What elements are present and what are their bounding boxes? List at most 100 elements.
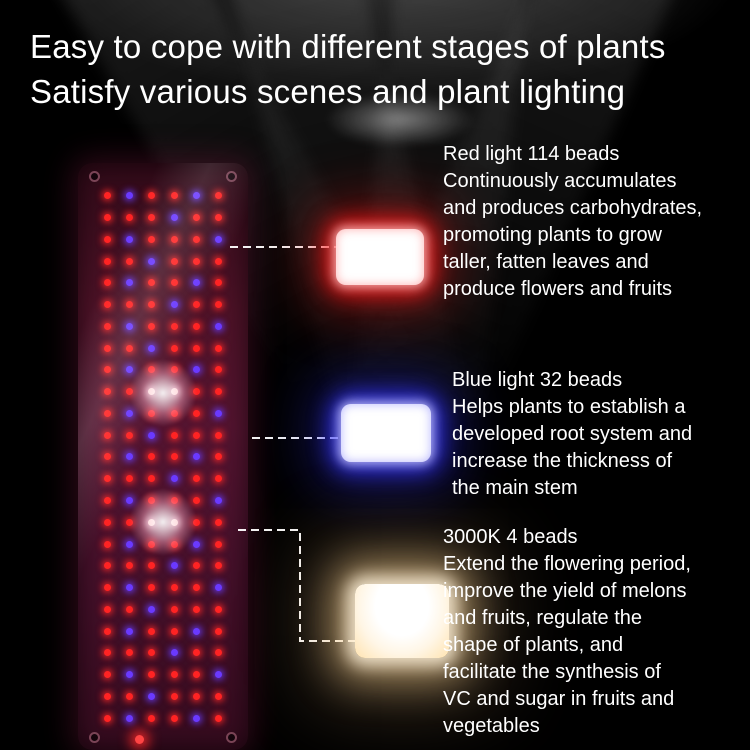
callout-blue-body: Helps plants to establish a developed ro… xyxy=(452,396,693,499)
led-bead xyxy=(103,627,111,635)
led-bead xyxy=(125,605,133,613)
led-bead xyxy=(148,279,156,287)
led-bead xyxy=(215,192,223,200)
led-bead xyxy=(192,692,200,700)
screw-hole-top-left xyxy=(89,171,100,182)
led-bead xyxy=(215,235,223,243)
led-bead xyxy=(125,584,133,592)
power-indicator-light xyxy=(135,735,144,744)
callout-red-body: Continuously accumulates and produces ca… xyxy=(443,170,703,300)
led-bead xyxy=(103,584,111,592)
led-bead xyxy=(192,649,200,657)
led-bead xyxy=(215,714,223,722)
led-bead xyxy=(215,257,223,265)
led-bead xyxy=(192,627,200,635)
led-bead xyxy=(170,257,178,265)
led-bead xyxy=(148,453,156,461)
led-bead xyxy=(148,649,156,657)
callout-warm-title: 3000K 4 beads xyxy=(443,526,578,548)
led-grid xyxy=(96,185,230,729)
led-bead xyxy=(103,562,111,570)
led-bead xyxy=(215,431,223,439)
led-bead xyxy=(215,518,223,526)
led-bead xyxy=(125,692,133,700)
led-bead xyxy=(148,671,156,679)
led-bead xyxy=(125,301,133,309)
led-bead xyxy=(192,301,200,309)
led-bead xyxy=(103,366,111,374)
led-bead xyxy=(192,605,200,613)
led-bead xyxy=(170,279,178,287)
callout-red-title: Red light 114 beads xyxy=(443,143,620,165)
led-bead xyxy=(215,366,223,374)
led-bead xyxy=(170,605,178,613)
led-bead xyxy=(170,301,178,309)
led-bead xyxy=(125,453,133,461)
led-bead xyxy=(148,605,156,613)
led-bead xyxy=(215,301,223,309)
led-bead xyxy=(170,322,178,330)
page-title: Easy to cope with different stages of pl… xyxy=(30,24,666,114)
led-bead xyxy=(170,192,178,200)
led-bead xyxy=(215,214,223,222)
led-bead xyxy=(215,453,223,461)
led-bead xyxy=(215,475,223,483)
led-bead xyxy=(103,518,111,526)
heading-line-2: Satisfy various scenes and plant lightin… xyxy=(30,73,626,110)
callout-blue-title: Blue light 32 beads xyxy=(452,369,623,391)
led-grow-panel xyxy=(78,163,248,750)
led-bead xyxy=(215,409,223,417)
led-bead xyxy=(103,279,111,287)
led-bead xyxy=(103,301,111,309)
screw-hole-bottom-left xyxy=(89,732,100,743)
screw-hole-bottom-right xyxy=(226,732,237,743)
led-bead xyxy=(125,235,133,243)
led-bead xyxy=(125,649,133,657)
led-bead xyxy=(103,605,111,613)
led-bead xyxy=(103,214,111,222)
led-bead xyxy=(103,257,111,265)
led-bead xyxy=(215,322,223,330)
led-bead xyxy=(215,279,223,287)
lens-flare xyxy=(325,92,475,147)
led-bead xyxy=(215,344,223,352)
led-bead xyxy=(103,540,111,548)
led-bead xyxy=(148,214,156,222)
led-bead xyxy=(215,562,223,570)
panel-reflection xyxy=(78,163,248,750)
led-bead xyxy=(170,692,178,700)
led-bead xyxy=(103,714,111,722)
led-bead xyxy=(215,627,223,635)
led-bead xyxy=(192,192,200,200)
led-bead xyxy=(192,671,200,679)
led-bead xyxy=(215,671,223,679)
led-bead xyxy=(103,344,111,352)
led-bead xyxy=(103,431,111,439)
led-bead xyxy=(148,257,156,265)
callout-red-light: Red light 114 beads Continuously accumul… xyxy=(443,141,748,303)
led-bead xyxy=(103,692,111,700)
led-bead xyxy=(125,257,133,265)
led-bead xyxy=(148,692,156,700)
callout-warm-body: Extend the flowering period, improve the… xyxy=(443,553,691,737)
led-bead xyxy=(125,279,133,287)
led-bead xyxy=(192,453,200,461)
callout-blue-light: Blue light 32 beads Helps plants to esta… xyxy=(452,367,750,502)
led-bead xyxy=(192,257,200,265)
led-bead xyxy=(170,671,178,679)
led-bead xyxy=(170,649,178,657)
led-bead xyxy=(103,192,111,200)
led-bead xyxy=(170,214,178,222)
led-bead xyxy=(103,409,111,417)
led-bead xyxy=(215,388,223,396)
led-bead xyxy=(215,497,223,504)
led-bead xyxy=(148,192,156,200)
led-bead xyxy=(125,714,133,722)
led-bead xyxy=(103,388,111,396)
led-bead xyxy=(103,322,111,330)
red-light-icon xyxy=(336,229,424,285)
blue-light-icon xyxy=(341,404,431,462)
led-bead xyxy=(170,235,178,243)
led-bead xyxy=(170,453,178,461)
led-bead xyxy=(170,584,178,592)
